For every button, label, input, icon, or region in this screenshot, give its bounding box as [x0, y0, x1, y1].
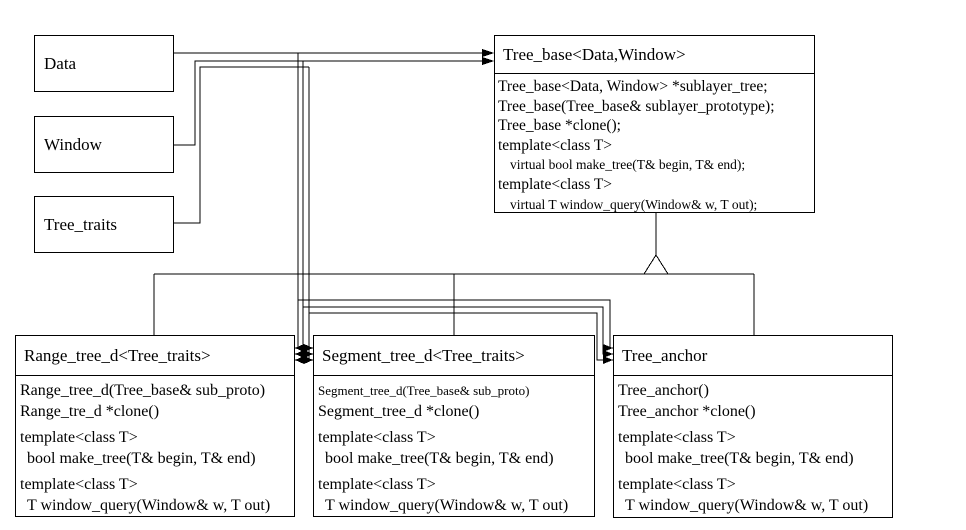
class-member: template<class T>: [20, 429, 138, 446]
class-member: Segment_tree_d *clone(): [318, 403, 480, 420]
class-member: Tree_anchor *clone(): [618, 403, 756, 420]
class-box-tree-traits: Tree_traits: [34, 196, 174, 253]
class-member: T window_query(Window& w, T out): [27, 497, 271, 514]
class-member: Tree_base *clone();: [498, 117, 621, 135]
class-member: virtual T window_query(Window& w, T out)…: [510, 196, 758, 212]
class-member: bool make_tree(T& begin, T& end): [27, 450, 256, 467]
class-member: Range_tre_d *clone(): [20, 403, 160, 420]
class-member: Range_tree_d(Tree_base& sub_proto): [20, 382, 266, 399]
class-title: Range_tree_d<Tree_traits>: [16, 336, 294, 376]
class-member: Tree_base(Tree_base& sublayer_prototype)…: [498, 97, 775, 115]
class-box-tree-base: Tree_base<Data,Window> Tree_base<Data, W…: [494, 35, 815, 213]
class-title: Segment_tree_d<Tree_traits>: [314, 336, 594, 376]
class-box-segment-tree-d: Segment_tree_d<Tree_traits> Segment_tree…: [313, 335, 595, 517]
arrowhead-icon: [304, 356, 313, 364]
arrowhead-icon: [304, 344, 313, 352]
class-box-tree-anchor: Tree_anchor Tree_anchor() Tree_anchor *c…: [613, 335, 893, 518]
class-member: T window_query(Window& w, T out): [325, 497, 569, 514]
class-box-range-tree-d: Range_tree_d<Tree_traits> Range_tree_d(T…: [15, 335, 295, 517]
window-to-treebase-line: [174, 60, 483, 146]
class-member: template<class T>: [618, 476, 736, 493]
tree-traits-line: [174, 66, 309, 224]
arrowhead-icon: [295, 356, 304, 364]
class-member: virtual bool make_tree(T& begin, T& end)…: [510, 157, 746, 173]
class-member: template<class T>: [498, 136, 613, 154]
class-member: Tree_base<Data, Window> *sublayer_tree;: [498, 78, 768, 95]
inheritance-triangle-icon: [643, 254, 669, 275]
class-member: template<class T>: [498, 175, 613, 193]
class-member: bool make_tree(T& begin, T& end): [325, 450, 554, 467]
arrowhead-icon: [304, 350, 313, 358]
arrowheads: [295, 49, 613, 364]
class-member: template<class T>: [318, 476, 436, 493]
class-member: template<class T>: [318, 429, 436, 446]
class-members: Range_tree_d(Tree_base& sub_proto) Range…: [16, 376, 294, 516]
class-title: Tree_base<Data,Window>: [495, 36, 814, 74]
class-title: Tree_traits: [44, 214, 118, 234]
class-member: Segment_tree_d(Tree_base& sub_proto): [318, 383, 530, 398]
arrowhead-icon: [603, 350, 613, 358]
arrowhead-icon: [482, 49, 494, 57]
class-members: Tree_anchor() Tree_anchor *clone() templ…: [614, 376, 892, 516]
class-members: Segment_tree_d(Tree_base& sub_proto) Seg…: [314, 376, 594, 516]
class-member: template<class T>: [20, 476, 138, 493]
class-title: Data: [44, 53, 77, 73]
arrowhead-icon: [482, 57, 494, 65]
class-title: Window: [44, 134, 102, 154]
class-member: bool make_tree(T& begin, T& end): [625, 450, 854, 467]
arrowhead-icon: [295, 344, 304, 352]
class-box-data: Data: [34, 35, 174, 92]
arrowhead-icon: [603, 344, 613, 352]
arrowhead-icon: [295, 350, 304, 358]
arrowhead-icon: [603, 356, 613, 364]
class-member: T window_query(Window& w, T out): [625, 497, 869, 514]
class-member: template<class T>: [618, 429, 736, 446]
class-members: Tree_base<Data, Window> *sublayer_tree; …: [495, 74, 814, 214]
class-member: Tree_anchor(): [618, 382, 709, 399]
class-title: Tree_anchor: [614, 336, 892, 376]
class-box-window: Window: [34, 116, 174, 173]
